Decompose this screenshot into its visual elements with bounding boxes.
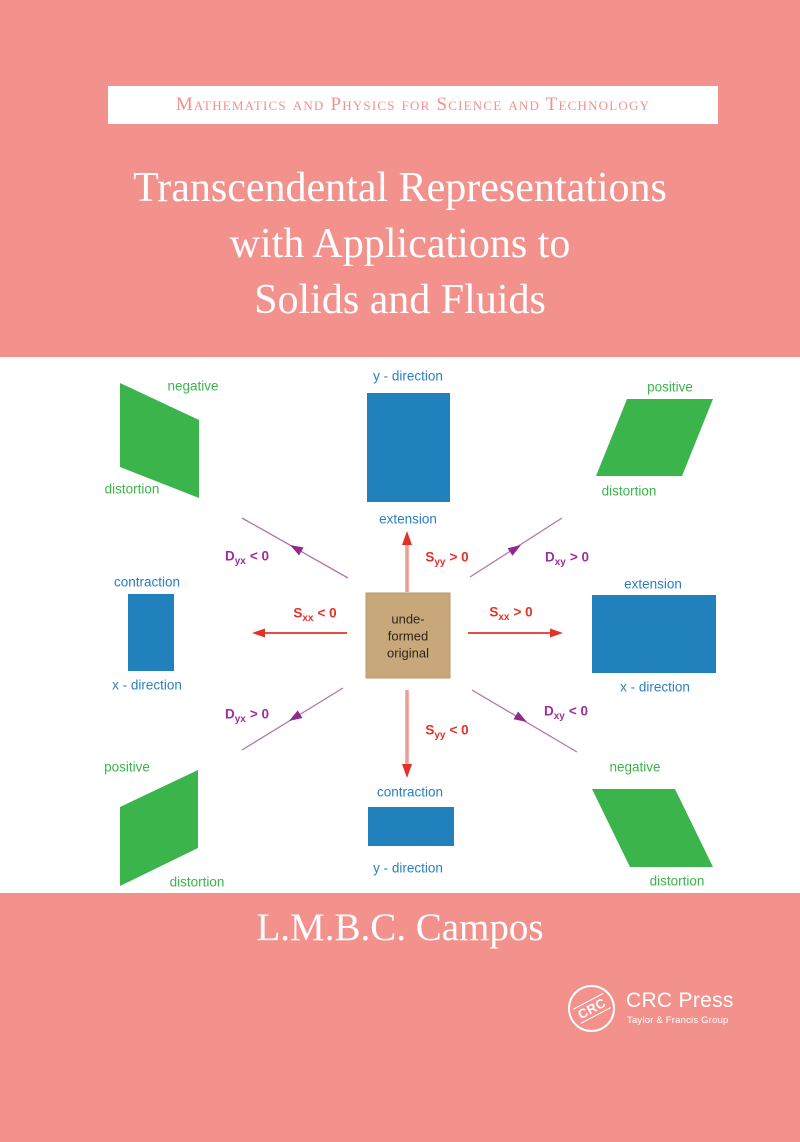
sxx-negative-arrowhead xyxy=(252,628,265,638)
label-bottom-right-type: distortion xyxy=(649,873,705,889)
label-top-left-type: distortion xyxy=(104,481,160,497)
syy-positive-arrowhead xyxy=(402,531,412,545)
positive-distortion-shape-bottom-left xyxy=(120,770,198,886)
label-top-center-type: extension xyxy=(379,511,437,527)
dyx-positive-arrowhead xyxy=(289,710,303,721)
title-line-3: Solids and Fluids xyxy=(254,277,546,323)
label-top-right-state: positive xyxy=(647,379,693,395)
publisher-tagline: Taylor & Francis Group xyxy=(627,1015,729,1026)
label-dyx-negative: Dyx< 0 xyxy=(224,548,270,568)
crc-press-logo: CRC CRC Press Taylor & Francis Group xyxy=(568,982,768,1042)
publisher-name: CRC Press xyxy=(626,989,734,1012)
series-banner-text: Mathematics and Physics for Science and … xyxy=(175,94,651,115)
title-line-1: Transcendental Representations xyxy=(133,165,667,211)
label-syy-positive: Syy> 0 xyxy=(425,549,469,569)
label-top-right-type: distortion xyxy=(601,483,657,499)
label-mid-left-type: contraction xyxy=(113,574,181,590)
label-bottom-center-type: contraction xyxy=(376,784,444,800)
y-contraction-shape xyxy=(368,807,454,846)
book-title: Transcendental Representations with Appl… xyxy=(0,160,800,328)
dyx-negative-arrowhead xyxy=(290,545,304,556)
undeformed-original-box xyxy=(365,592,451,679)
label-mid-right-axis: x - direction xyxy=(620,679,690,695)
label-mid-left-axis: x - direction xyxy=(112,677,182,693)
deformation-diagram xyxy=(120,383,716,886)
sxx-positive-arrowhead xyxy=(550,628,563,638)
label-bottom-right-state: negative xyxy=(609,759,661,775)
label-bottom-left-type: distortion xyxy=(169,874,225,890)
negative-distortion-shape-top-left xyxy=(120,383,199,498)
label-mid-right-type: extension xyxy=(624,576,682,592)
diagram-band xyxy=(0,357,800,893)
label-sxx-negative: Sxx< 0 xyxy=(293,605,337,625)
negative-distortion-shape-bottom-right xyxy=(592,789,713,867)
positive-distortion-shape-top-right xyxy=(596,399,713,476)
dxy-positive-arrowhead xyxy=(507,545,521,556)
label-bottom-center-axis: y - direction xyxy=(373,860,443,876)
label-sxx-positive: Sxx> 0 xyxy=(489,604,533,624)
dxy-negative-arrowhead xyxy=(513,711,527,722)
crc-monogram-icon: CRC xyxy=(568,985,615,1032)
author-name: L.M.B.C. Campos xyxy=(256,906,544,949)
label-dxy-negative: Dxy< 0 xyxy=(543,703,589,723)
series-banner: Mathematics and Physics for Science and … xyxy=(108,86,718,124)
label-top-left-state: negative xyxy=(167,378,219,394)
title-line-2: with Applications to xyxy=(229,221,571,267)
label-dyx-positive: Dyx> 0 xyxy=(224,706,270,726)
label-bottom-left-state: positive xyxy=(104,759,150,775)
label-syy-negative: Syy< 0 xyxy=(425,722,469,742)
syy-negative-arrowhead xyxy=(402,764,412,778)
label-top-center-axis: y - direction xyxy=(373,368,443,384)
x-contraction-shape xyxy=(128,594,174,671)
x-extension-shape xyxy=(592,595,716,673)
undeformed-original-label: unde- formed original xyxy=(387,611,429,661)
label-dxy-positive: Dxy> 0 xyxy=(544,549,590,569)
y-extension-shape xyxy=(367,393,450,502)
